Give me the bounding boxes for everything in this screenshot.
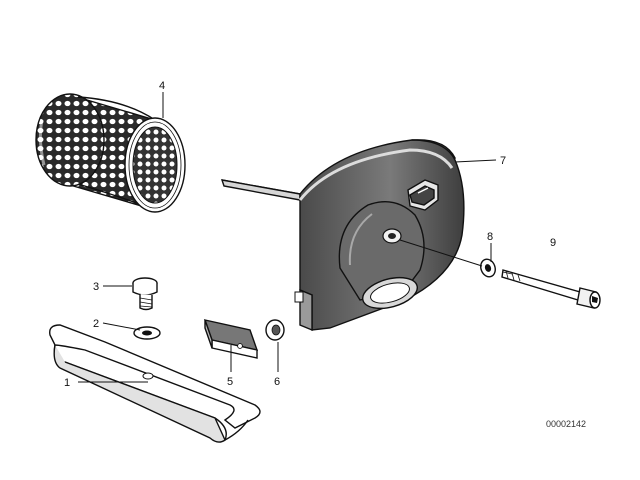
intake-cover xyxy=(220,139,465,332)
callout-5: 5 xyxy=(227,376,233,388)
grommet-6 xyxy=(265,319,285,341)
callout-4: 4 xyxy=(159,80,165,92)
leader-lines xyxy=(78,92,497,383)
washer-8 xyxy=(480,258,496,278)
washer-2 xyxy=(133,326,161,340)
callout-1: 1 xyxy=(64,377,70,389)
screw-3 xyxy=(132,277,158,311)
mounting-strap xyxy=(49,324,261,443)
leader-2 xyxy=(102,322,141,331)
callouts: 1 2 3 4 5 6 7 8 9 xyxy=(64,80,556,389)
air-filter-element xyxy=(35,93,186,213)
leader-7 xyxy=(454,159,497,163)
callout-6: 6 xyxy=(274,376,280,388)
callout-9: 9 xyxy=(550,237,556,249)
leader-8-extension xyxy=(399,239,483,267)
callout-3: 3 xyxy=(93,281,99,293)
callout-8: 8 xyxy=(487,231,493,243)
callout-7: 7 xyxy=(500,155,506,167)
callout-2: 2 xyxy=(93,318,99,330)
bracket-plate xyxy=(203,319,259,359)
drawing-code: 00002142 xyxy=(546,419,586,429)
bolt-9 xyxy=(501,269,601,309)
